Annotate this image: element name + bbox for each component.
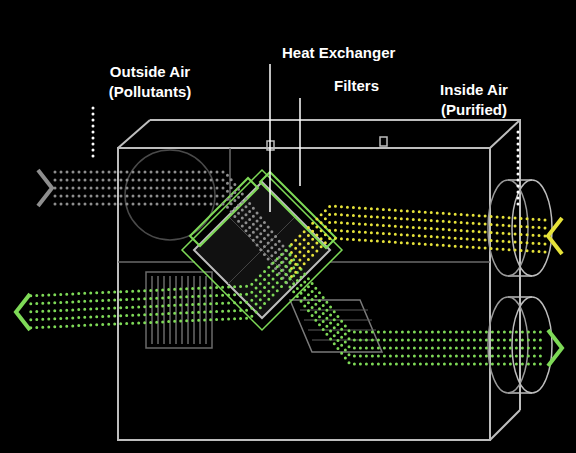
- airflow-dots: [25, 254, 290, 304]
- airflow-dots: [25, 262, 290, 312]
- fan-grille: [146, 272, 212, 348]
- supply-air-flow: [290, 255, 545, 364]
- airflow-dots: [290, 206, 545, 246]
- part-label: Heat Exchanger: [282, 43, 432, 63]
- fan-grille: [152, 276, 206, 344]
- mount-tab: [380, 137, 387, 146]
- airflow-dots: [290, 222, 545, 262]
- flow-chevron: [16, 294, 30, 330]
- airflow-dots: [290, 230, 545, 270]
- airflow-dots: [290, 214, 545, 254]
- airflow-dots: [290, 279, 545, 356]
- leader-line: [517, 132, 520, 210]
- leader-line: [92, 108, 95, 160]
- cabinet-edge: [150, 120, 520, 410]
- inside-air-flow: [290, 206, 545, 278]
- cabinet-front: [118, 148, 490, 440]
- airflow-dots: [290, 255, 545, 332]
- airflow-dots: [290, 263, 545, 340]
- duct-collar: [488, 297, 528, 393]
- leader-line: [269, 64, 271, 212]
- airflow-dots: [290, 287, 545, 364]
- part-label: Outside Air (Pollutants): [94, 62, 206, 102]
- airflow-dots: [25, 278, 290, 328]
- airflow-dots: [290, 238, 545, 278]
- fan-grille: [146, 272, 212, 348]
- part-label: Filters: [334, 76, 414, 96]
- airflow-dots: [55, 196, 290, 279]
- exhaust-air-flow: [25, 246, 290, 328]
- airflow-dots: [25, 246, 290, 296]
- flow-chevron: [548, 330, 562, 366]
- outside-air-flow: [55, 172, 290, 287]
- part-label: Inside Air (Purified): [428, 80, 520, 120]
- flow-chevron: [548, 218, 562, 254]
- airflow-dots: [25, 270, 290, 320]
- duct-collar: [488, 180, 528, 276]
- filter-panel: [290, 300, 382, 352]
- airflow-dots: [55, 188, 290, 271]
- flow-chevron: [38, 170, 52, 206]
- airflow-dots: [55, 180, 290, 263]
- airflow-dots: [55, 172, 290, 255]
- duct-collar: [512, 297, 552, 393]
- airflow-dots: [55, 204, 290, 287]
- cabinet-edge: [118, 120, 520, 440]
- airflow-dots: [290, 271, 545, 348]
- leader-line: [299, 98, 301, 186]
